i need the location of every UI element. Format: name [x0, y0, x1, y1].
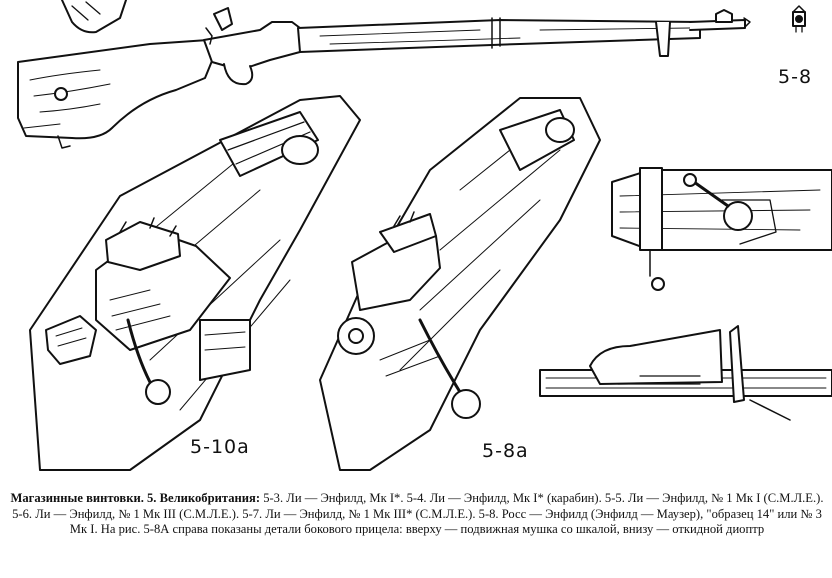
rifle-5-8a-drawing — [319, 97, 601, 471]
movable-sight-detail — [611, 167, 832, 291]
rifle-5-10a-drawing — [29, 95, 361, 471]
caption-body: 5-3. Ли — Энфилд, Мк I*. 5-4. Ли — Энфил… — [12, 491, 824, 536]
folding-aperture-detail — [539, 325, 832, 421]
illustration-plate — [17, 0, 832, 471]
rifle-5-8-drawing — [17, 7, 751, 149]
figure-caption: Магазинные винтовки. 5. Великобритания: … — [6, 491, 828, 573]
rifle-fragment-top-left — [61, 0, 127, 34]
figure-label-5-10a: 5-10a — [190, 436, 250, 458]
sight-detail-small — [792, 5, 806, 33]
caption-title: Магазинные винтовки. 5. Великобритания: — [10, 491, 261, 505]
figure-label-5-8a: 5-8a — [482, 440, 529, 462]
figure-label-5-8: 5-8 — [778, 66, 813, 88]
